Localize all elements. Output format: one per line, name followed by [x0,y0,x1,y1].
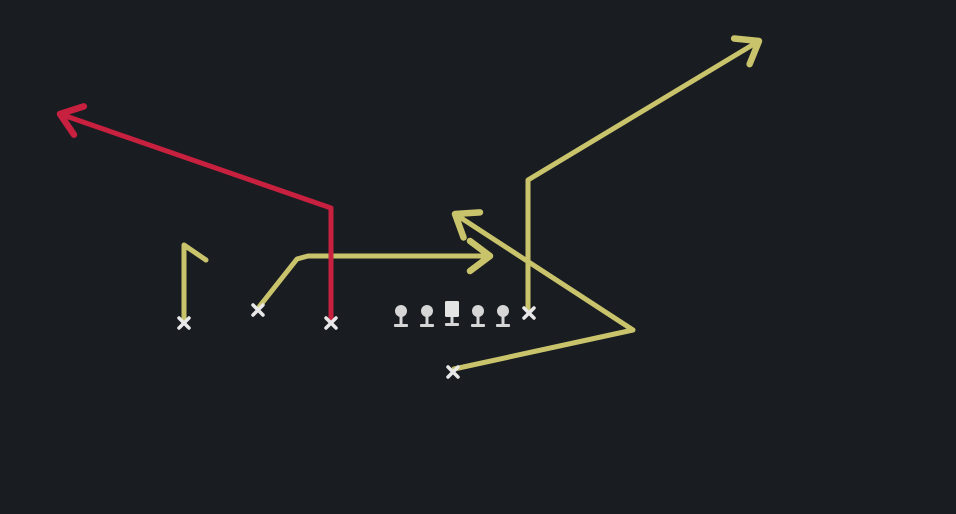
player-x-slot-left [251,303,265,317]
player-x-te-right [522,306,536,320]
wheel-route [451,209,636,372]
player-x-wr-left [177,316,191,330]
helmet-icon [420,305,434,327]
post-route [525,35,763,312]
player-x-running-back [446,365,460,379]
offensive-line [394,301,510,327]
helmet-icon [394,305,408,327]
routes-layer [56,35,763,372]
hitch-route [181,242,209,321]
corner-route [56,103,334,321]
player-x-te-left [324,316,338,330]
center-square-icon [445,301,459,326]
helmet-icon [471,305,485,327]
helmet-icon [496,305,510,327]
players-layer [177,303,536,379]
drag-route [256,237,494,310]
